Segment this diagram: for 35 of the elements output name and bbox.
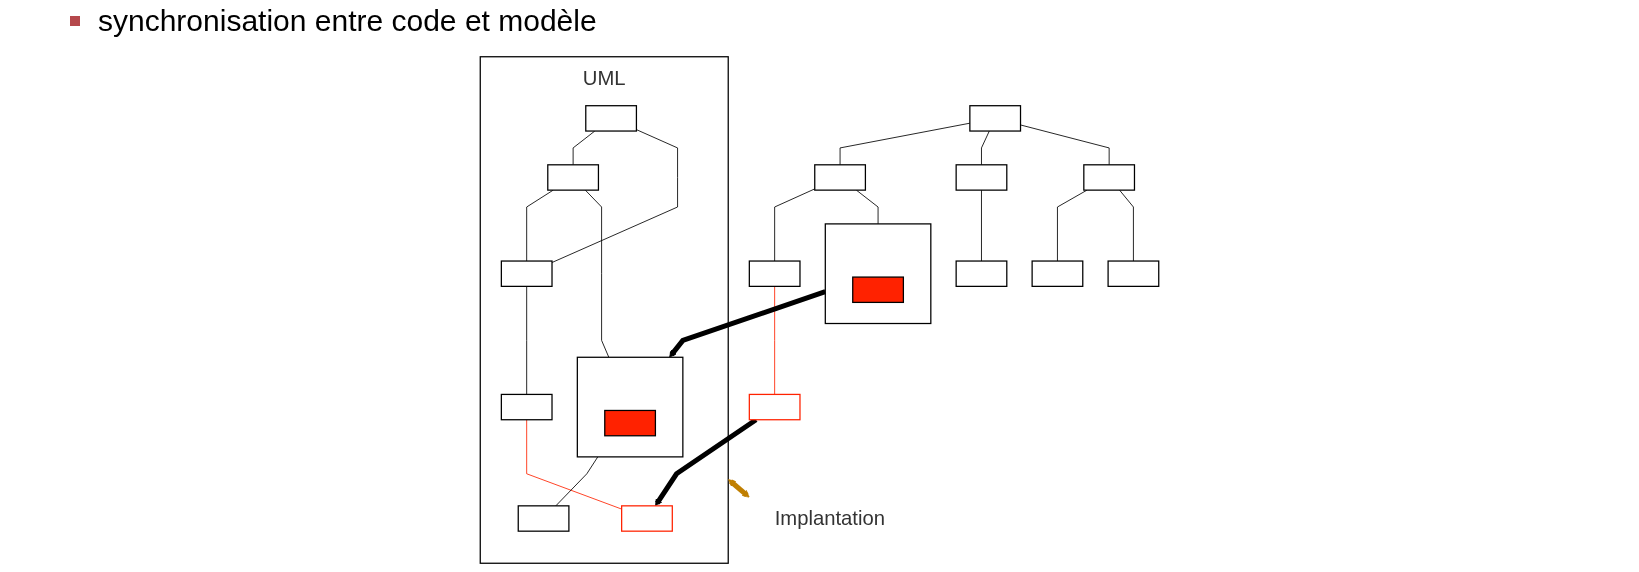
connector bbox=[526, 189, 554, 262]
node-box bbox=[585, 105, 638, 132]
node-box bbox=[517, 505, 570, 532]
connector bbox=[584, 189, 610, 358]
node-box bbox=[955, 260, 1008, 287]
node-box bbox=[969, 105, 1022, 132]
node-box bbox=[748, 260, 801, 287]
node-box bbox=[1031, 260, 1084, 287]
node-box bbox=[500, 260, 553, 287]
arrow bbox=[728, 479, 750, 498]
connector bbox=[551, 129, 678, 263]
node-box bbox=[500, 393, 553, 421]
node-box bbox=[621, 505, 673, 532]
connector bbox=[555, 456, 599, 507]
node-text: Implantation bbox=[774, 506, 886, 530]
cluster bbox=[824, 223, 932, 325]
cluster: UML bbox=[479, 56, 729, 564]
node-box bbox=[814, 164, 867, 191]
connector bbox=[774, 285, 776, 395]
node-box bbox=[1107, 260, 1160, 287]
connector bbox=[572, 130, 596, 166]
node-box bbox=[1083, 164, 1136, 191]
connector bbox=[1119, 189, 1134, 262]
node-bar bbox=[852, 276, 905, 304]
cluster bbox=[576, 356, 684, 458]
connector bbox=[526, 285, 528, 395]
connector bbox=[855, 189, 879, 225]
node-bar bbox=[604, 409, 657, 437]
node-box bbox=[955, 164, 1008, 191]
node-box bbox=[547, 164, 600, 191]
connector bbox=[1020, 124, 1110, 166]
connector bbox=[981, 130, 990, 166]
bullet-text: synchronisation entre code et modèle bbox=[98, 4, 597, 38]
node-box bbox=[748, 393, 801, 421]
connector bbox=[981, 189, 982, 262]
